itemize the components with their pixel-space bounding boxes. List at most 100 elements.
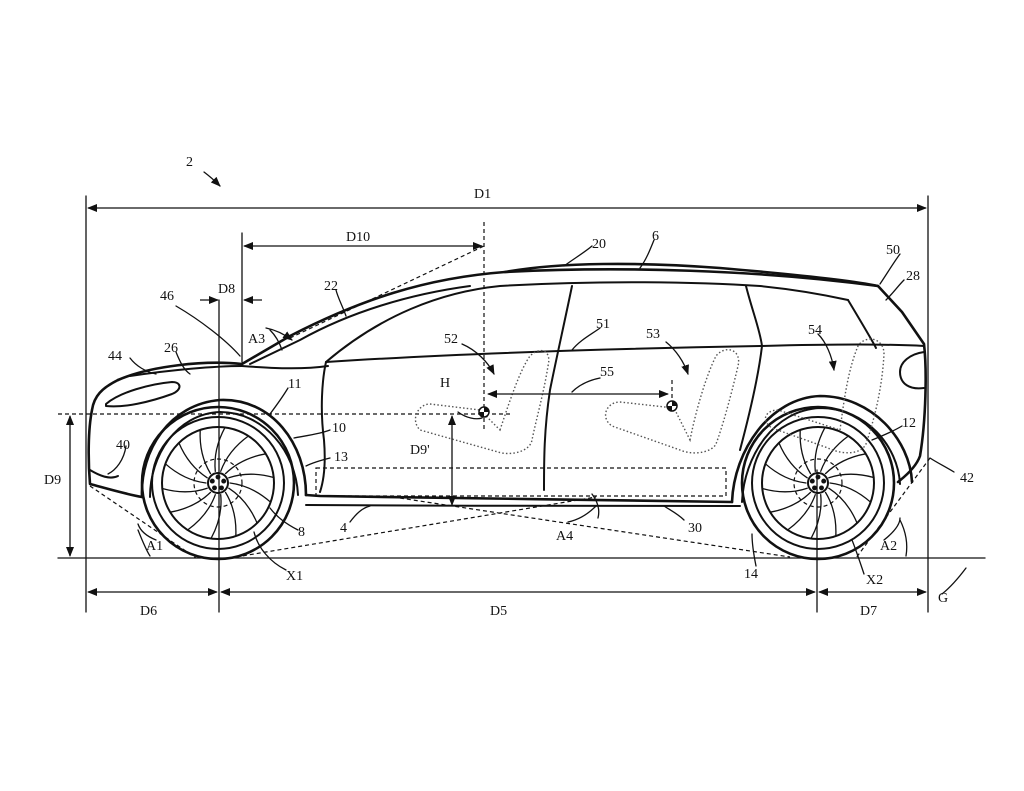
c-pillar xyxy=(739,285,763,451)
breakover-line-front xyxy=(235,496,597,558)
label-ref-55: 55 xyxy=(600,365,614,380)
rear-hip-point xyxy=(666,400,678,412)
label-ref-20: 20 xyxy=(592,237,606,252)
label-d7: D7 xyxy=(860,604,877,619)
wheel-lug-nut xyxy=(215,474,221,480)
label-ref-2: 2 xyxy=(186,155,193,170)
roof-line xyxy=(503,262,880,288)
wheel-spoke xyxy=(228,473,275,479)
wheel-spoke xyxy=(824,453,867,475)
wheel-spoke xyxy=(764,463,807,484)
label-a1: A1 xyxy=(146,539,163,554)
label-ref-40: 40 xyxy=(116,438,130,453)
label-ref-13: 13 xyxy=(334,450,348,465)
front-hip-point xyxy=(478,406,490,418)
a2-arc xyxy=(899,519,908,557)
front-fascia xyxy=(87,378,144,499)
hood-line xyxy=(129,365,243,377)
wheel-lug-nut xyxy=(209,478,215,484)
tail-lamp xyxy=(899,351,925,390)
wheel-lug-nut xyxy=(212,485,217,491)
label-ref-54: 54 xyxy=(808,323,822,338)
windscreen-angle-line xyxy=(289,245,485,339)
wheel-spoke xyxy=(164,463,207,484)
wheel-lug-nut xyxy=(812,485,817,491)
a3-arc xyxy=(269,329,283,351)
label-ref-50: 50 xyxy=(886,243,900,258)
wheel-lug-nut xyxy=(821,478,827,484)
wheel-spoke xyxy=(214,426,226,472)
approach-angle-line xyxy=(89,485,197,559)
label-ref-14: 14 xyxy=(744,567,758,582)
wheel-spoke xyxy=(778,442,808,479)
wheel-spoke xyxy=(820,435,850,472)
wheel-spoke xyxy=(228,487,258,524)
wheel-spoke xyxy=(220,435,250,472)
wheel-spoke xyxy=(814,426,826,472)
front-arch-inner xyxy=(149,411,299,498)
label-ref-28: 28 xyxy=(906,269,920,284)
quarter-window xyxy=(847,299,877,349)
wheel-lug-nut xyxy=(219,485,224,491)
wheel-spoke xyxy=(769,491,812,513)
battery-pack xyxy=(315,467,727,497)
wheel-lug-nut xyxy=(221,478,227,484)
windscreen-inner xyxy=(249,285,471,365)
wheel-lug-nut xyxy=(809,478,815,484)
label-ref-52: 52 xyxy=(444,332,458,347)
label-ref-30: 30 xyxy=(688,521,702,536)
wheel-spoke xyxy=(761,487,808,493)
label-d1: D1 xyxy=(474,187,491,202)
wheel-spoke xyxy=(169,491,212,513)
breakover-line-rear xyxy=(392,496,791,558)
wheel-lug-nut xyxy=(815,474,821,480)
label-ref-6: 6 xyxy=(652,229,659,244)
wheel-spoke xyxy=(824,491,837,537)
wheel-spoke xyxy=(210,494,222,540)
wheel-spoke xyxy=(229,482,272,503)
label-ref-26: 26 xyxy=(164,341,178,356)
label-d10: D10 xyxy=(346,230,370,245)
a1-arc xyxy=(137,529,151,557)
label-ref-8: 8 xyxy=(298,525,305,540)
front-wheel xyxy=(140,405,296,561)
label-ref-10: 10 xyxy=(332,421,346,436)
wheel-spoke xyxy=(829,482,872,503)
label-d5: D5 xyxy=(490,604,507,619)
sill-lower xyxy=(305,504,741,507)
wheel-spoke xyxy=(828,473,875,479)
b-pillar xyxy=(543,285,573,491)
label-g: G xyxy=(938,591,948,606)
wheel-spoke xyxy=(161,487,208,493)
belt-line xyxy=(325,343,925,363)
label-a3: A3 xyxy=(248,332,265,347)
label-d8: D8 xyxy=(218,282,235,297)
label-x2: X2 xyxy=(866,573,883,588)
label-h: H xyxy=(440,376,450,391)
wheel-spoke xyxy=(178,442,208,479)
label-ref-53: 53 xyxy=(646,327,660,342)
a4-arc xyxy=(591,493,600,519)
label-ref-44: 44 xyxy=(108,349,122,364)
a-pillar-door-edge xyxy=(319,361,327,493)
label-d6: D6 xyxy=(140,604,157,619)
label-x1: X1 xyxy=(286,569,303,584)
rear-wheel-arch xyxy=(730,394,914,504)
label-ref-11: 11 xyxy=(288,377,301,392)
label-a2: A2 xyxy=(880,539,897,554)
wheel-lug-nut xyxy=(819,485,824,491)
label-a4: A4 xyxy=(556,529,573,544)
label-ref-22: 22 xyxy=(324,279,338,294)
wheel-spoke xyxy=(199,429,212,475)
wheel-spoke xyxy=(224,491,237,537)
rear-wheel xyxy=(740,405,896,561)
wheel-spoke xyxy=(828,487,858,524)
wheel-spoke xyxy=(799,429,812,475)
leader-lines xyxy=(107,171,967,595)
wheel-spoke xyxy=(186,494,216,531)
label-d9: D9 xyxy=(44,473,61,488)
wheel-spoke xyxy=(224,453,267,475)
cowl-line xyxy=(241,365,329,370)
front-wheel-arch xyxy=(140,398,308,499)
